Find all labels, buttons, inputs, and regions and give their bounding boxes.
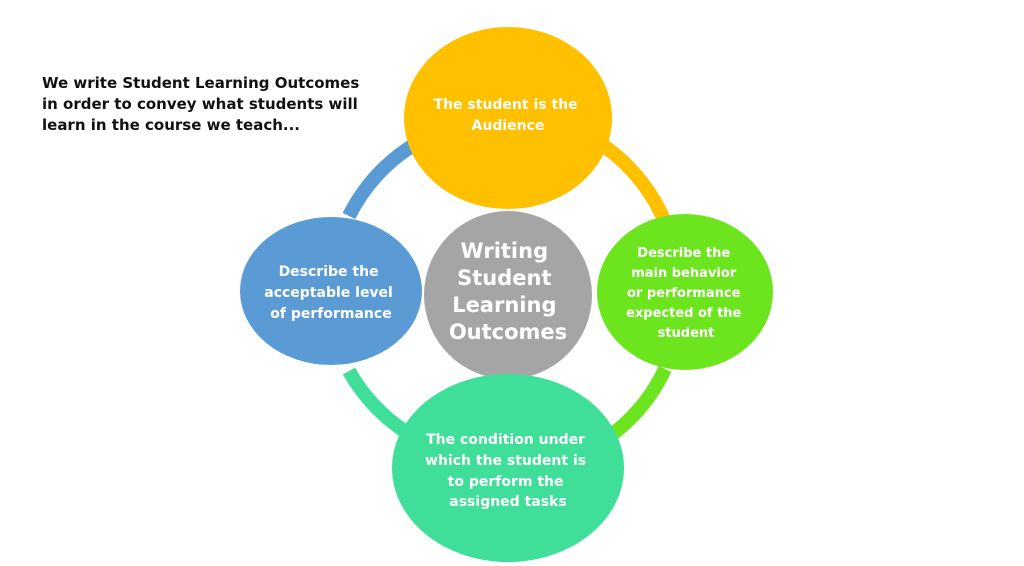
bottom-label: The condition under which the student is…: [425, 432, 591, 510]
intro-line-1: We write Student Learning Outcomes: [42, 74, 360, 92]
right-line-3: or performance: [627, 286, 741, 301]
right-line-1: Describe the: [637, 246, 730, 261]
bottom-circle: [392, 374, 624, 562]
center-node: Writing Student Learning Outcomes: [424, 211, 592, 379]
bottom-line-4: assigned tasks: [449, 494, 566, 510]
center-line-1: Writing: [461, 239, 549, 263]
arc-top-right: [599, 140, 672, 225]
intro-line-3: learn in the course we teach...: [42, 116, 301, 134]
bottom-line-1: The condition under: [426, 432, 585, 448]
top-node: The student is the Audience: [404, 27, 612, 209]
right-line-5: student: [658, 326, 715, 341]
center-label: Writing Student Learning Outcomes: [449, 239, 567, 344]
top-line-1: The student is the: [434, 97, 578, 113]
intro-line-2: in order to convey what students will: [42, 95, 358, 113]
center-line-3: Learning: [452, 293, 556, 317]
right-line-4: expected of the: [626, 306, 741, 321]
arc-left-top: [342, 140, 416, 220]
intro-text: We write Student Learning Outcomes in or…: [42, 73, 372, 136]
center-line-2: Student: [457, 266, 551, 290]
left-line-3: of performance: [270, 306, 391, 322]
center-circle: [424, 211, 592, 379]
right-node: Describe the main behavior or performanc…: [597, 214, 773, 370]
center-line-4: Outcomes: [449, 320, 567, 344]
left-line-2: acceptable level: [264, 285, 393, 301]
bottom-node: The condition under which the student is…: [392, 374, 624, 562]
bottom-line-3: to perform the: [448, 474, 564, 490]
top-label: The student is the Audience: [434, 97, 583, 134]
arc-bottom-left: [342, 367, 408, 436]
left-label: Describe the acceptable level of perform…: [264, 264, 397, 322]
top-line-2: Audience: [472, 118, 545, 134]
bottom-line-2: which the student is: [425, 453, 586, 469]
left-line-1: Describe the: [279, 264, 379, 280]
top-circle: [404, 27, 612, 209]
right-line-2: main behavior: [631, 266, 737, 281]
arc-right-bottom: [609, 365, 672, 439]
left-circle: [240, 217, 422, 365]
left-node: Describe the acceptable level of perform…: [240, 217, 422, 365]
right-label: Describe the main behavior or performanc…: [626, 246, 746, 341]
right-circle: [597, 214, 773, 370]
